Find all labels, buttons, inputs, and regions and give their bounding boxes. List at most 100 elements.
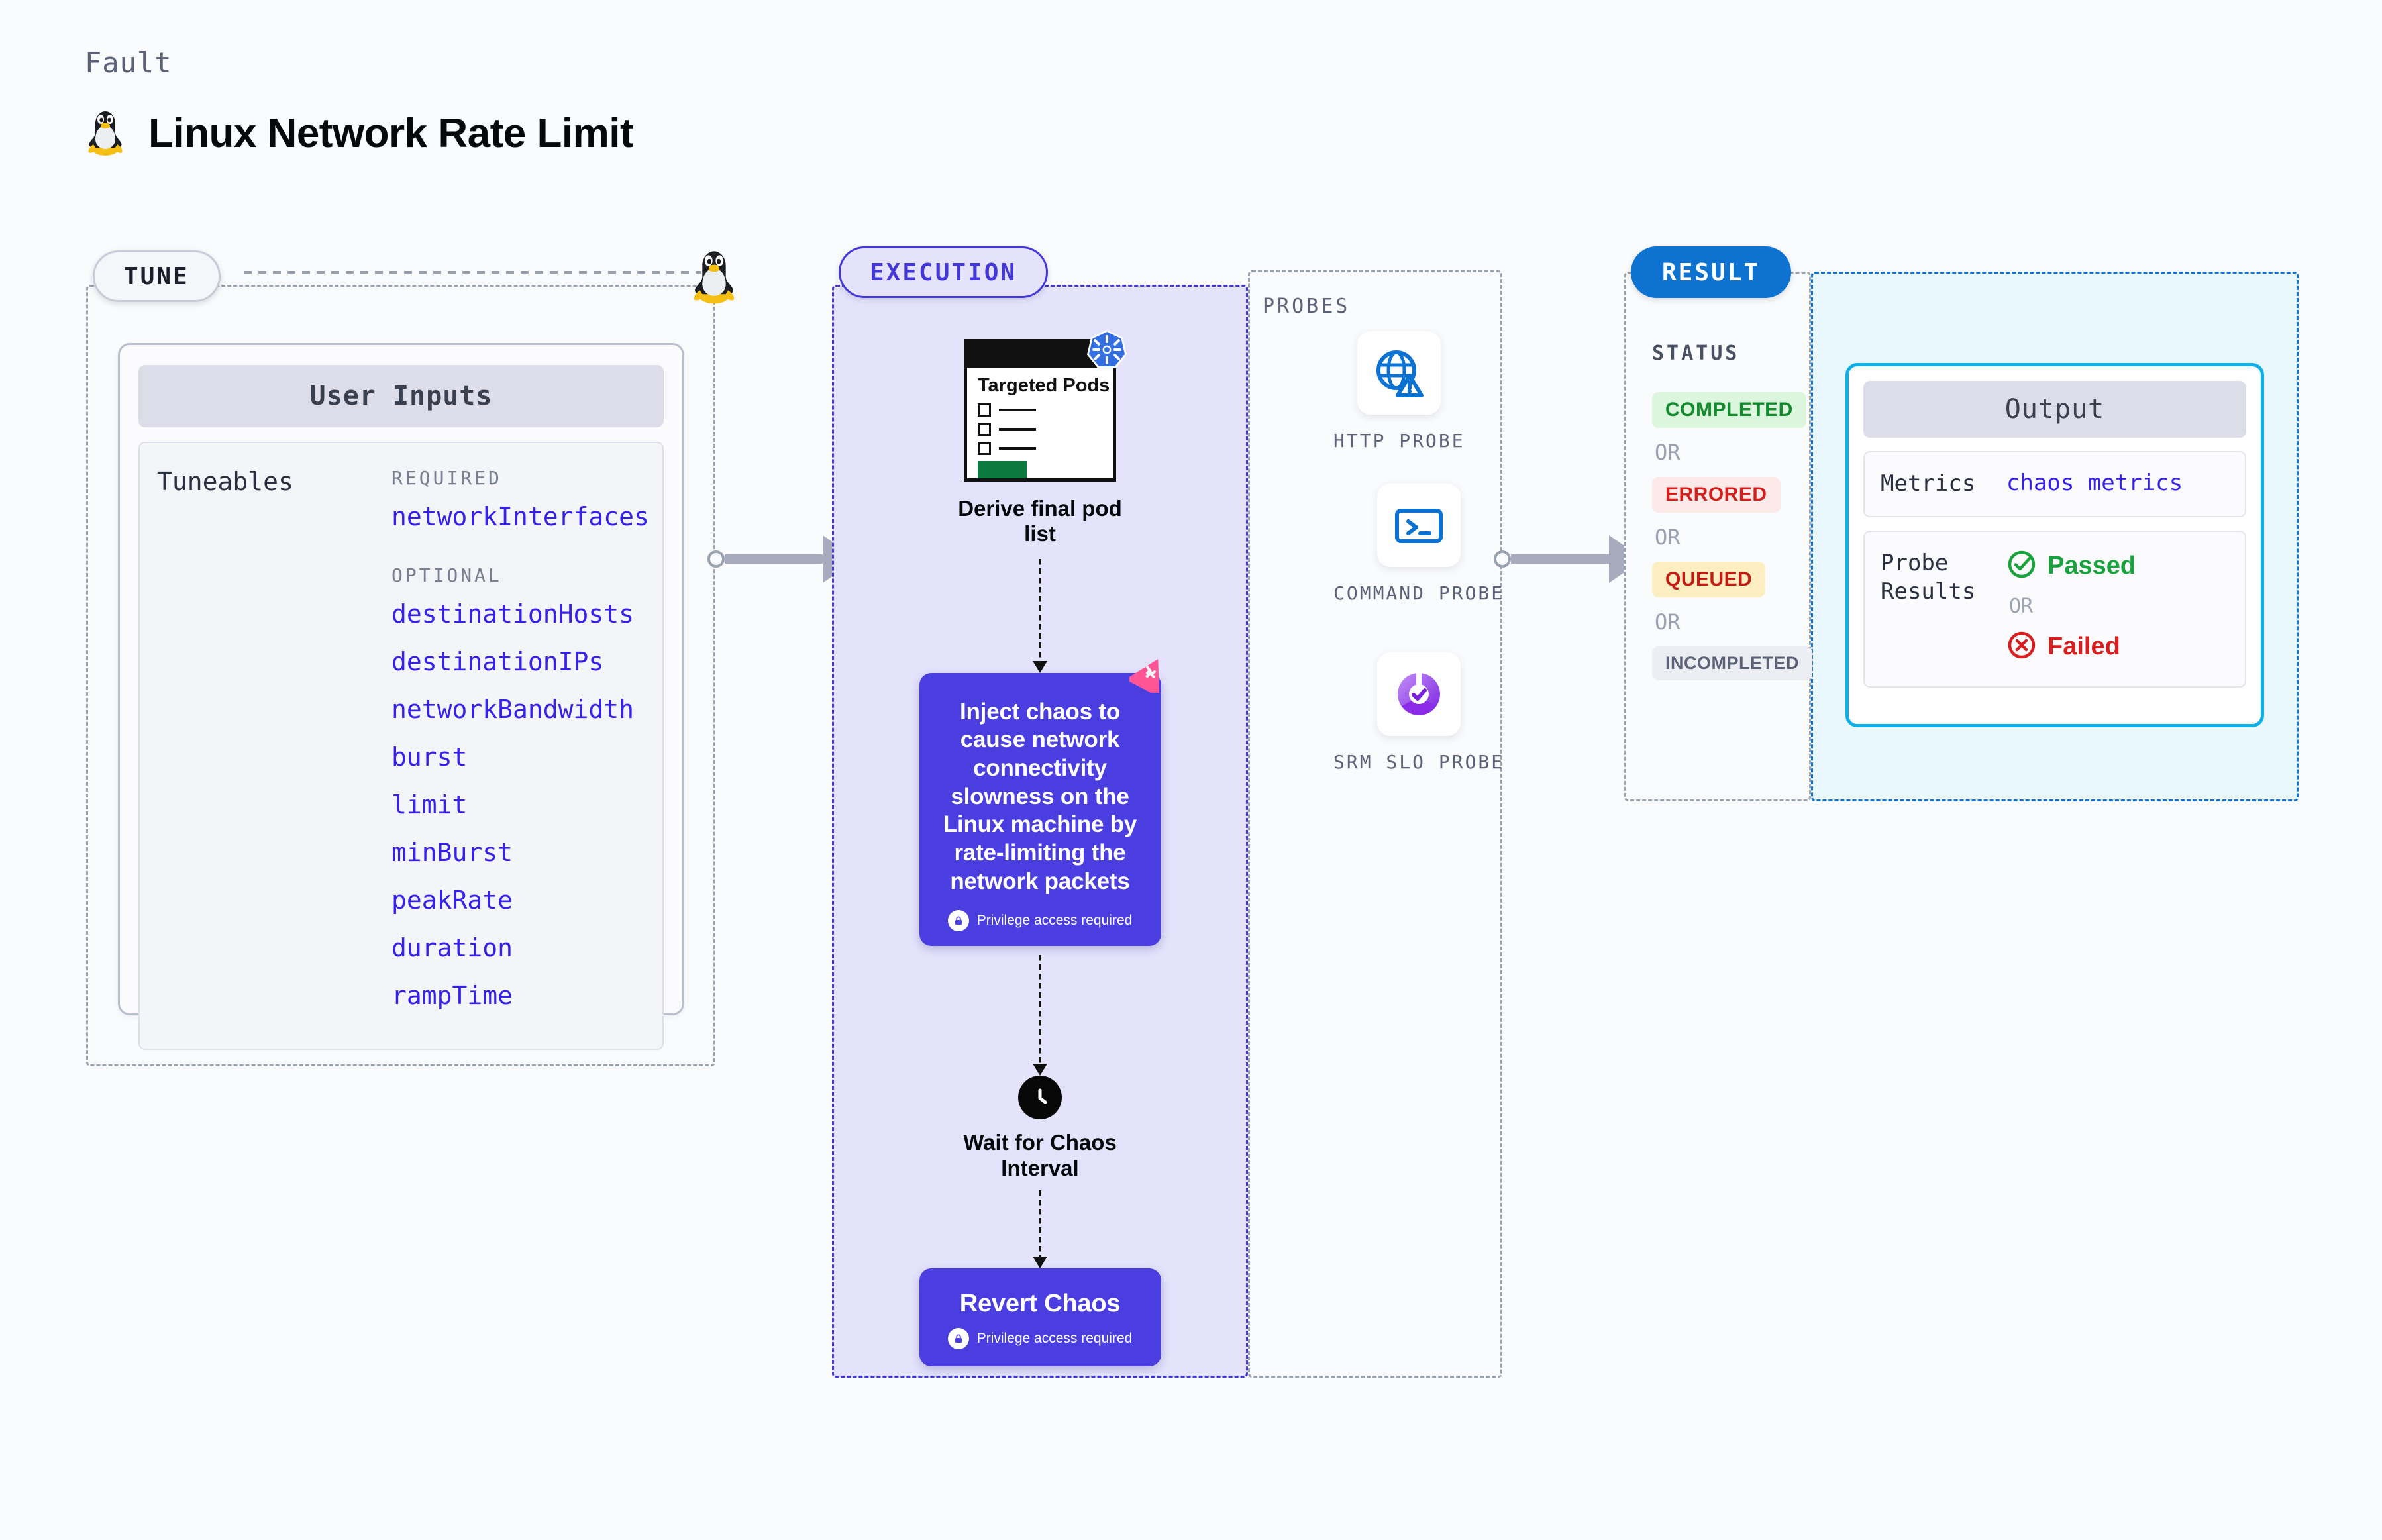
result-pill[interactable]: RESULT xyxy=(1631,246,1792,298)
clock-icon xyxy=(1018,1076,1062,1120)
pod-checklist-row xyxy=(978,403,1113,417)
targeted-pods-card: Targeted Pods xyxy=(964,330,1127,482)
revert-chaos-text: Revert Chaos xyxy=(959,1289,1121,1317)
status-badge: INCOMPLETED xyxy=(1652,646,1813,680)
privilege-note-text: Privilege access required xyxy=(976,913,1133,929)
probe-result-failed: Failed xyxy=(2006,630,2136,664)
litmuschaos-icon xyxy=(1125,656,1170,697)
or-separator: OR xyxy=(1655,525,1681,550)
result-status-region xyxy=(1624,272,1811,801)
probe-results-values: Passed OR Failed xyxy=(2006,549,2136,664)
targeted-pods-title: Targeted Pods xyxy=(978,375,1110,396)
status-badge-list: COMPLETED OR ERRORED OR QUEUED OR INCOMP… xyxy=(1652,392,1813,680)
tuneable-item[interactable]: destinationHosts xyxy=(391,599,635,629)
tuneable-item[interactable]: networkBandwidth xyxy=(391,695,635,724)
wait-interval-caption: Wait for Chaos Interval xyxy=(963,1130,1117,1180)
probes-region-border xyxy=(1248,270,1502,1378)
probe-results-row: Probe Results Passed OR xyxy=(1863,530,2246,688)
derive-pod-list-caption: Derive final pod list xyxy=(958,496,1122,546)
probe-command[interactable]: COMMAND PROBE xyxy=(1333,484,1504,605)
probe-label: HTTP PROBE xyxy=(1333,430,1465,452)
pod-line xyxy=(999,428,1036,431)
result-status-region-border xyxy=(1624,272,1811,801)
fault-kicker: Fault xyxy=(85,46,172,79)
revert-chaos-step[interactable]: Revert Chaos Privilege access required xyxy=(919,1268,1161,1367)
probe-failed-label: Failed xyxy=(2047,632,2120,660)
probe-label: COMMAND PROBE xyxy=(1333,582,1505,604)
flow-arrow-head xyxy=(1033,660,1047,673)
status-badge: COMPLETED xyxy=(1652,392,1806,428)
flow-arrow xyxy=(1033,955,1047,1076)
flow-arrow-line xyxy=(1039,1190,1041,1258)
tuneable-item[interactable]: peakRate xyxy=(391,886,513,915)
fault-title-row: Linux Network Rate Limit xyxy=(85,106,634,161)
flow-arrow-line xyxy=(1039,558,1041,662)
check-circle-icon xyxy=(2006,549,2037,583)
user-inputs-card: User Inputs Tuneables REQUIRED networkIn… xyxy=(118,343,684,1050)
slo-donut-check-icon xyxy=(1377,652,1461,736)
privilege-note-text: Privilege access required xyxy=(976,1331,1133,1347)
output-title: Output xyxy=(1863,381,2246,438)
tuneable-item[interactable]: rampTime xyxy=(391,981,513,1010)
tuneables-list: REQUIRED networkInterfaces OPTIONAL dest… xyxy=(391,467,656,1029)
linux-tux-icon xyxy=(85,106,126,161)
probes-region xyxy=(1248,270,1502,1378)
flow-arrow-head xyxy=(1033,1256,1047,1268)
privilege-note: Privilege access required xyxy=(937,910,1144,932)
tuneable-item[interactable]: duration xyxy=(391,933,513,962)
metrics-key: Metrics xyxy=(1881,470,1976,497)
tune-top-dashed-line xyxy=(244,271,701,274)
lock-icon xyxy=(947,910,969,932)
execution-flow: Targeted Pods xyxy=(919,330,1161,1367)
status-label: STATUS xyxy=(1652,342,1740,365)
tune-pill[interactable]: TUNE xyxy=(93,250,221,302)
kubernetes-icon xyxy=(1085,328,1129,375)
connector-start-dot xyxy=(1494,550,1511,568)
connector-bar xyxy=(725,554,824,564)
pod-line xyxy=(999,447,1036,450)
tuneables-label: Tuneables xyxy=(157,467,293,496)
terminal-icon xyxy=(1377,484,1461,567)
lock-icon xyxy=(947,1328,969,1350)
checkbox-icon xyxy=(978,403,991,417)
probe-passed-label: Passed xyxy=(2047,551,2136,580)
flow-arrow-head xyxy=(1033,1064,1047,1076)
probe-result-passed: Passed xyxy=(2006,549,2136,583)
status-badge: QUEUED xyxy=(1652,562,1766,597)
connector-start-dot xyxy=(707,550,725,568)
pod-checklist-row xyxy=(978,442,1113,456)
status-badge: ERRORED xyxy=(1652,477,1781,513)
metrics-value[interactable]: chaos metrics xyxy=(2006,470,2183,496)
x-circle-icon xyxy=(2006,630,2037,664)
tuneable-item[interactable]: destinationIPs xyxy=(391,647,604,676)
globe-warning-icon xyxy=(1357,331,1441,415)
probe-srm-slo[interactable]: SRM SLO PROBE xyxy=(1333,652,1504,774)
tuneable-item[interactable]: networkInterfaces xyxy=(391,502,649,531)
inject-chaos-text: Inject chaos to cause network connectivi… xyxy=(943,698,1137,894)
linux-tux-icon xyxy=(689,245,739,309)
tuneable-item[interactable]: limit xyxy=(391,790,468,819)
optional-group-label: OPTIONAL xyxy=(391,564,502,586)
probes-section-label: PROBES xyxy=(1263,295,1351,318)
probe-http[interactable]: HTTP PROBE xyxy=(1333,331,1465,452)
required-group-label: REQUIRED xyxy=(391,467,502,489)
inject-chaos-step[interactable]: Inject chaos to cause network connectivi… xyxy=(919,658,1161,947)
pod-progress-bar xyxy=(978,461,1027,479)
probe-results-key: Probe Results xyxy=(1881,549,1976,605)
tuneable-item[interactable]: minBurst xyxy=(391,838,513,867)
page-title: Linux Network Rate Limit xyxy=(148,111,634,156)
or-separator: OR xyxy=(1655,609,1681,635)
privilege-note: Privilege access required xyxy=(937,1328,1144,1350)
connector-bar xyxy=(1511,554,1610,564)
probe-label: SRM SLO PROBE xyxy=(1333,751,1505,773)
user-inputs-title: User Inputs xyxy=(138,365,664,427)
pod-checklist xyxy=(978,403,1113,456)
flow-arrow xyxy=(1033,558,1047,673)
tuneable-item[interactable]: burst xyxy=(391,743,468,772)
execution-pill[interactable]: EXECUTION xyxy=(839,246,1049,298)
checkbox-icon xyxy=(978,442,991,456)
metrics-row: Metrics chaos metrics xyxy=(1863,451,2246,517)
or-separator: OR xyxy=(2009,594,2034,618)
output-card: Output Metrics chaos metrics Probe Resul… xyxy=(1845,363,2264,727)
